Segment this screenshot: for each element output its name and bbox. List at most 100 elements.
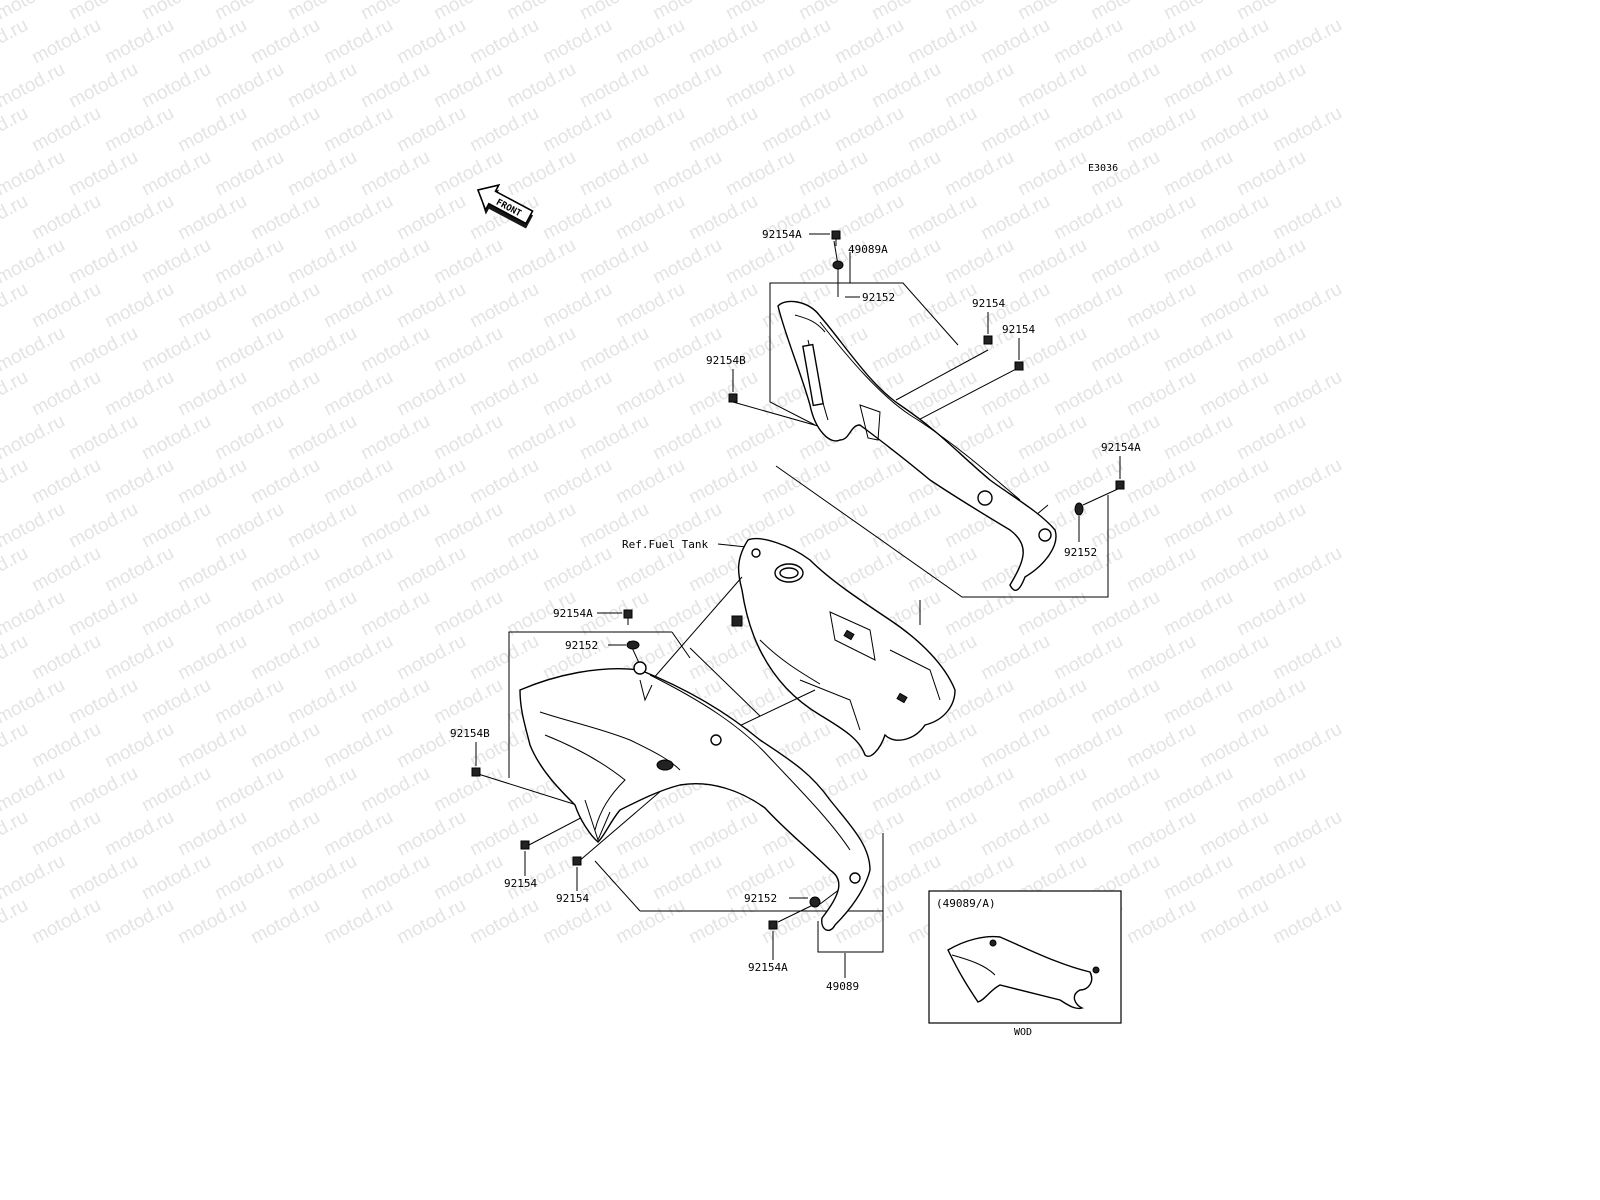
watermark-text: motod.ru <box>101 191 177 245</box>
watermark-text: motod.ru <box>831 103 907 157</box>
watermark-text: motod.ru <box>1014 587 1090 641</box>
watermark-text: motod.ru <box>1269 543 1345 597</box>
watermark-text: motod.ru <box>503 59 579 113</box>
watermark-text: motod.ru <box>941 0 1017 24</box>
part-label: 92154A <box>553 607 593 620</box>
watermark-text: motod.ru <box>612 103 688 157</box>
watermark-text: motod.ru <box>393 279 469 333</box>
watermark-text: motod.ru <box>284 851 360 905</box>
watermark-text: motod.ru <box>1123 719 1199 773</box>
watermark-text: motod.ru <box>466 15 542 69</box>
watermark-text: motod.ru <box>1050 367 1126 421</box>
watermark-text: motod.ru <box>1050 15 1126 69</box>
watermark-text: motod.ru <box>138 147 214 201</box>
watermark-text: motod.ru <box>1160 411 1236 465</box>
watermark-text: motod.ru <box>28 631 104 685</box>
watermark-text: motod.ru <box>1087 59 1163 113</box>
watermark-text: motod.ru <box>0 279 32 333</box>
watermark-text: motod.ru <box>1050 103 1126 157</box>
watermark-text: motod.ru <box>320 103 396 157</box>
watermark-text: motod.ru <box>0 103 32 157</box>
watermark-text: motod.ru <box>65 235 141 289</box>
watermark-text: motod.ru <box>1087 323 1163 377</box>
watermark-text: motod.ru <box>1233 0 1309 24</box>
watermark-text: motod.ru <box>1160 851 1236 905</box>
watermark-text: motod.ru <box>1014 147 1090 201</box>
watermark-layer: motod.rumotod.rumotod.rumotod.rumotod.ru… <box>0 0 1346 948</box>
watermark-text: motod.ru <box>0 191 32 245</box>
watermark-text: motod.ru <box>1233 411 1309 465</box>
watermark-text: motod.ru <box>539 15 615 69</box>
watermark-text: motod.ru <box>174 543 250 597</box>
watermark-text: motod.ru <box>466 895 542 949</box>
watermark-text: motod.ru <box>284 587 360 641</box>
watermark-text: motod.ru <box>1087 763 1163 817</box>
diagram-code: E3036 <box>1088 163 1118 174</box>
watermark-text: motod.ru <box>0 851 69 905</box>
upper-shroud-assembly: 49089A 92154A 92152 92154 92154 92154B 9… <box>706 228 1141 598</box>
watermark-text: motod.ru <box>868 323 944 377</box>
bolt-icon <box>768 920 778 930</box>
part-label: 92152 <box>565 639 598 652</box>
watermark-text: motod.ru <box>1160 323 1236 377</box>
watermark-text: motod.ru <box>758 15 834 69</box>
watermark-text: motod.ru <box>211 323 287 377</box>
watermark-text: motod.ru <box>0 675 69 729</box>
watermark-text: motod.ru <box>1160 499 1236 553</box>
watermark-text: motod.ru <box>1196 103 1272 157</box>
watermark-text: motod.ru <box>138 675 214 729</box>
watermark-text: motod.ru <box>649 59 725 113</box>
watermark-text: motod.ru <box>430 411 506 465</box>
watermark-text: motod.ru <box>174 807 250 861</box>
watermark-text: motod.ru <box>977 807 1053 861</box>
watermark-text: motod.ru <box>941 763 1017 817</box>
bolt-icon <box>623 609 633 625</box>
watermark-text: motod.ru <box>65 59 141 113</box>
upper-shroud-part <box>777 300 1057 591</box>
watermark-text: motod.ru <box>503 147 579 201</box>
watermark-text: motod.ru <box>1014 675 1090 729</box>
watermark-text: motod.ru <box>539 279 615 333</box>
watermark-text: motod.ru <box>65 763 141 817</box>
watermark-text: motod.ru <box>138 587 214 641</box>
watermark-text: motod.ru <box>1160 59 1236 113</box>
watermark-text: motod.ru <box>868 0 944 24</box>
watermark-text: motod.ru <box>357 851 433 905</box>
watermark-text: motod.ru <box>503 0 579 24</box>
watermark-text: motod.ru <box>539 455 615 509</box>
watermark-text: motod.ru <box>466 455 542 509</box>
watermark-text: motod.ru <box>247 103 323 157</box>
watermark-text: motod.ru <box>357 235 433 289</box>
watermark-text: motod.ru <box>211 0 287 24</box>
bolt-icon <box>728 393 738 403</box>
watermark-text: motod.ru <box>357 323 433 377</box>
watermark-text: motod.ru <box>831 15 907 69</box>
watermark-text: motod.ru <box>1123 631 1199 685</box>
watermark-text: motod.ru <box>320 279 396 333</box>
watermark-text: motod.ru <box>247 807 323 861</box>
watermark-text: motod.ru <box>174 455 250 509</box>
watermark-text: motod.ru <box>1269 15 1345 69</box>
watermark-text: motod.ru <box>1123 543 1199 597</box>
watermark-text: motod.ru <box>211 587 287 641</box>
watermark-text: motod.ru <box>65 0 141 24</box>
watermark-text: motod.ru <box>1233 851 1309 905</box>
watermark-text: motod.ru <box>1160 0 1236 24</box>
watermark-text: motod.ru <box>795 0 871 24</box>
watermark-text: motod.ru <box>174 15 250 69</box>
watermark-text: motod.ru <box>941 587 1017 641</box>
fuel-tank-reference: Ref.Fuel Tank <box>622 538 956 757</box>
watermark-text: motod.ru <box>795 147 871 201</box>
watermark-text: motod.ru <box>284 323 360 377</box>
watermark-text: motod.ru <box>393 807 469 861</box>
watermark-text: motod.ru <box>320 367 396 421</box>
watermark-text: motod.ru <box>320 15 396 69</box>
watermark-text: motod.ru <box>1050 455 1126 509</box>
watermark-text: motod.ru <box>612 367 688 421</box>
watermark-text: motod.ru <box>758 103 834 157</box>
watermark-text: motod.ru <box>868 147 944 201</box>
watermark-text: motod.ru <box>0 323 69 377</box>
watermark-text: motod.ru <box>685 455 761 509</box>
watermark-text: motod.ru <box>1233 675 1309 729</box>
watermark-text: motod.ru <box>0 807 32 861</box>
